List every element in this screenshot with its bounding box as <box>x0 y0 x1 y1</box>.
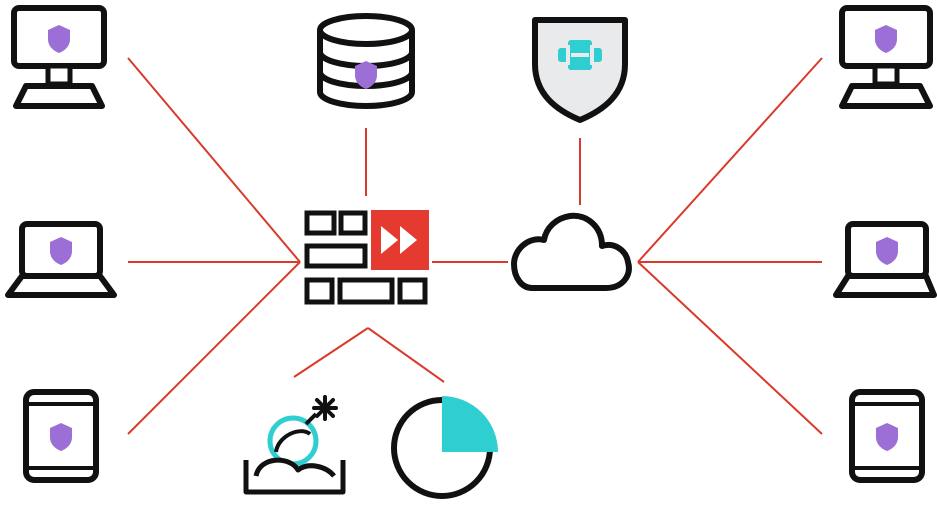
connector-firewall-tablet-left <box>127 261 301 435</box>
laptop-shield-icon <box>833 221 937 298</box>
spark-icon <box>312 395 338 421</box>
firewall-forward-icon <box>304 210 429 305</box>
tablet-shield-icon <box>23 389 99 483</box>
connector-firewall-pie <box>367 327 445 383</box>
desktop-shield-icon <box>11 5 107 109</box>
connector-firewall-sandbox <box>293 327 369 378</box>
laptop-shield-icon <box>5 221 117 298</box>
fortinet-shield-icon <box>532 17 628 123</box>
connector-cloud-desktop-right <box>637 57 823 263</box>
connector-firewall-desktop-left <box>127 57 301 263</box>
sandbox-bomb-icon <box>243 395 346 495</box>
tablet-shield-icon <box>849 389 925 483</box>
database-shield-icon <box>317 13 415 109</box>
connector-cloud-tablet-right <box>637 261 823 435</box>
connector-lines <box>127 57 823 435</box>
desktop-shield-icon <box>839 5 933 109</box>
cloud-icon <box>511 212 632 291</box>
pie-chart-icon <box>391 396 498 499</box>
pie-slice <box>442 396 498 452</box>
